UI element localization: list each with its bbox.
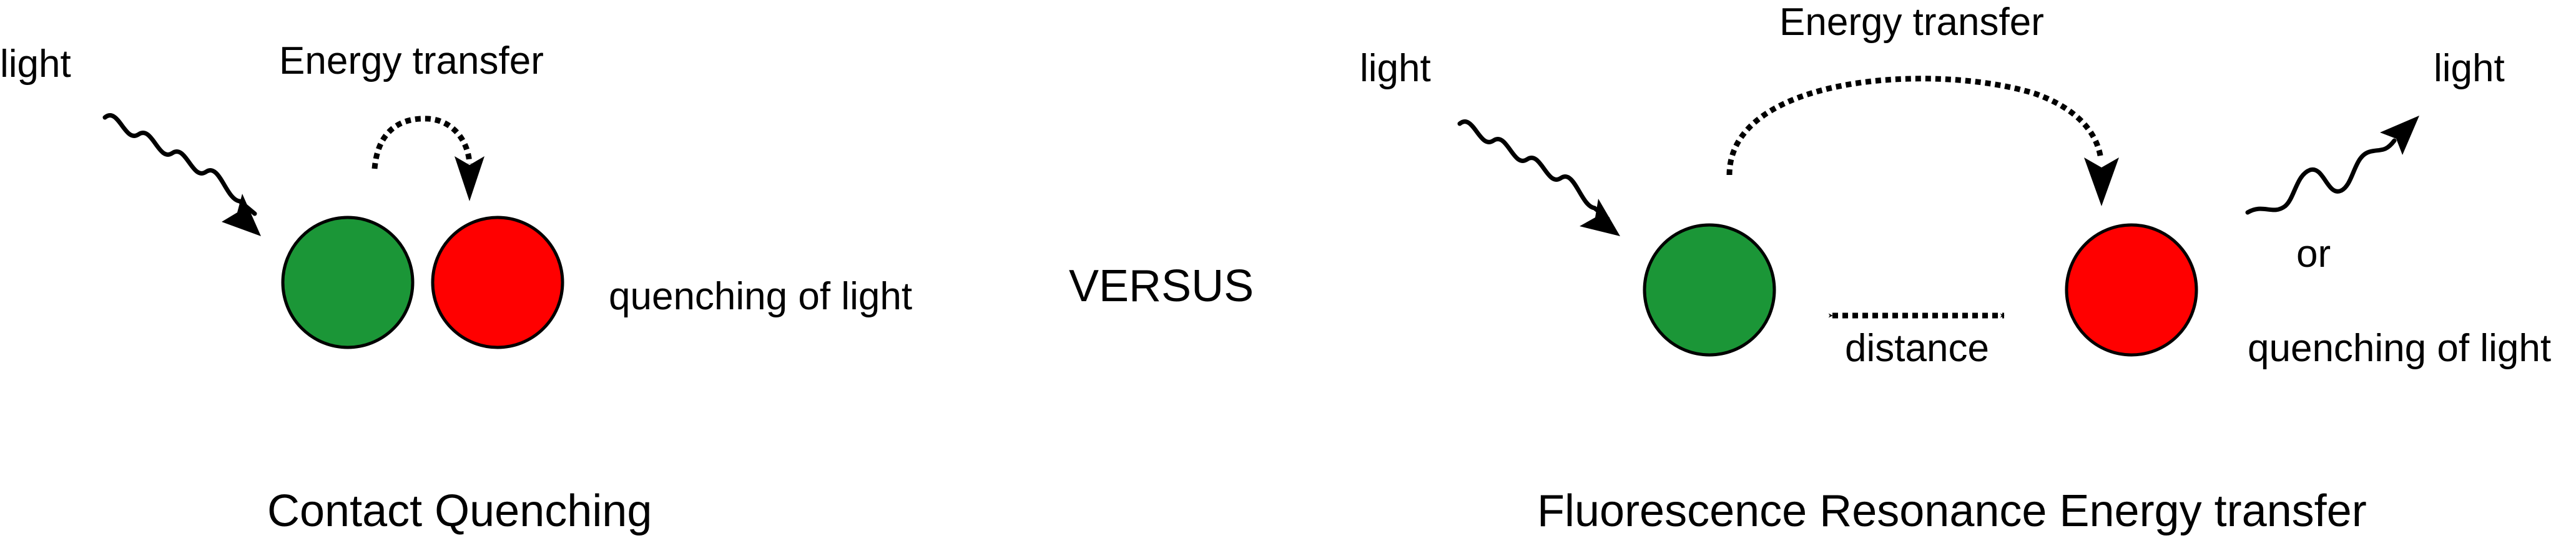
or-label: or [2296, 232, 2331, 276]
right-outgoing-light-wave [2245, 138, 2397, 215]
right-result-label: quenching of light [2248, 327, 2551, 370]
right-energy-transfer-label: Energy transfer [1779, 1, 2044, 44]
right-incoming-light-wave [1457, 119, 1610, 221]
right-outgoing-light-arrowhead [2380, 116, 2419, 155]
right-light-in-label: light [1360, 47, 1431, 90]
left-incoming-light-wave [102, 113, 257, 216]
fret-panel: light Energy transfer distance light or … [1360, 1, 2551, 536]
left-title: Contact Quenching [267, 486, 652, 536]
right-energy-transfer-arrowhead [2084, 157, 2119, 206]
left-energy-transfer-label: Energy transfer [279, 39, 544, 82]
left-incoming-light-arrowhead [222, 194, 261, 236]
right-incoming-light-arrowhead [1580, 199, 1620, 236]
left-light-in-label: light [0, 42, 71, 86]
right-title: Fluorescence Resonance Energy transfer [1537, 486, 2367, 536]
right-donor-circle [1643, 223, 1776, 357]
left-acceptor-circle [431, 216, 564, 349]
versus-label: VERSUS [1069, 261, 1254, 311]
right-acceptor-circle [2065, 223, 2198, 357]
right-energy-transfer-arrow [1726, 76, 2104, 176]
left-result-label: quenching of light [609, 275, 912, 318]
distance-label: distance [1845, 327, 1989, 370]
contact-quenching-panel: light Energy transfer quenching of light… [0, 39, 912, 536]
left-donor-circle [281, 216, 415, 349]
right-light-out-label: light [2434, 47, 2505, 90]
left-energy-transfer-arrowhead [455, 156, 484, 201]
left-energy-transfer-arrow [371, 116, 473, 169]
